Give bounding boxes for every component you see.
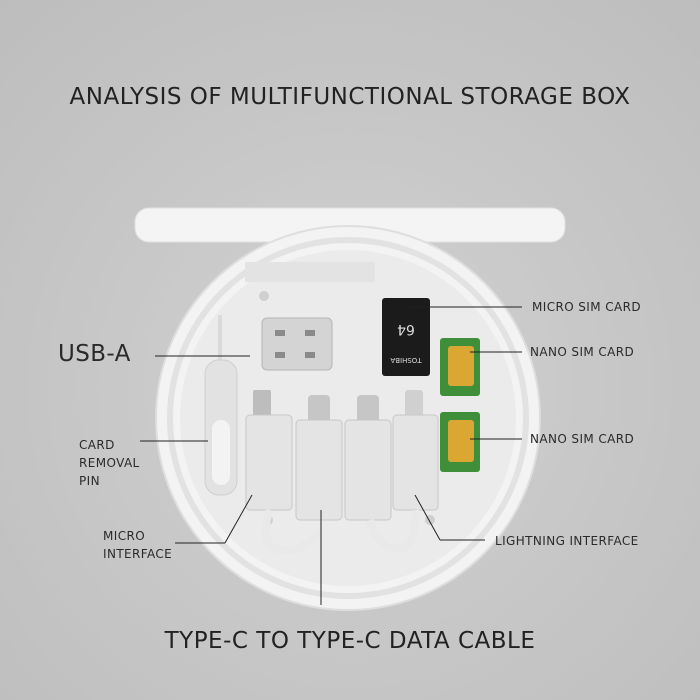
label-micro-interface: MICRO INTERFACE bbox=[103, 527, 172, 563]
page-title: ANALYSIS OF MULTIFUNCTIONAL STORAGE BOX bbox=[69, 84, 631, 110]
label-line: MICRO bbox=[103, 529, 146, 543]
lightning-connector bbox=[392, 390, 439, 511]
label-line: CARD bbox=[79, 438, 115, 452]
label-line: PIN bbox=[79, 474, 100, 488]
label-lightning-interface: LIGHTNING INTERFACE bbox=[495, 534, 639, 548]
label-nano-sim-card-1: NANO SIM CARD bbox=[530, 345, 635, 359]
usb-a-connector bbox=[261, 317, 333, 371]
label-line: INTERFACE bbox=[103, 547, 173, 561]
micro-sd-card: 64 TOSHIBA bbox=[382, 298, 430, 376]
type-c-connector-2 bbox=[344, 395, 392, 521]
micro-connector bbox=[245, 390, 293, 511]
sd-brand: TOSHIBA bbox=[390, 356, 422, 364]
label-nano-sim-card-2: NANO SIM CARD bbox=[530, 432, 635, 446]
card-removal-pin bbox=[204, 315, 238, 496]
label-card-removal-pin: CARD REMOVAL PIN bbox=[79, 436, 140, 490]
label-micro-sim-card: MICRO SIM CARD bbox=[532, 300, 641, 314]
type-c-connector-1 bbox=[295, 395, 343, 521]
nano-sim-card-1 bbox=[440, 338, 480, 396]
sd-capacity: 64 bbox=[397, 321, 415, 337]
nano-sim-card-2 bbox=[440, 412, 480, 472]
bottom-title: TYPE-C TO TYPE-C DATA CABLE bbox=[164, 628, 536, 654]
leader-lines bbox=[140, 306, 522, 605]
label-line: REMOVAL bbox=[79, 456, 140, 470]
label-usb-a: USB-A bbox=[58, 341, 131, 367]
